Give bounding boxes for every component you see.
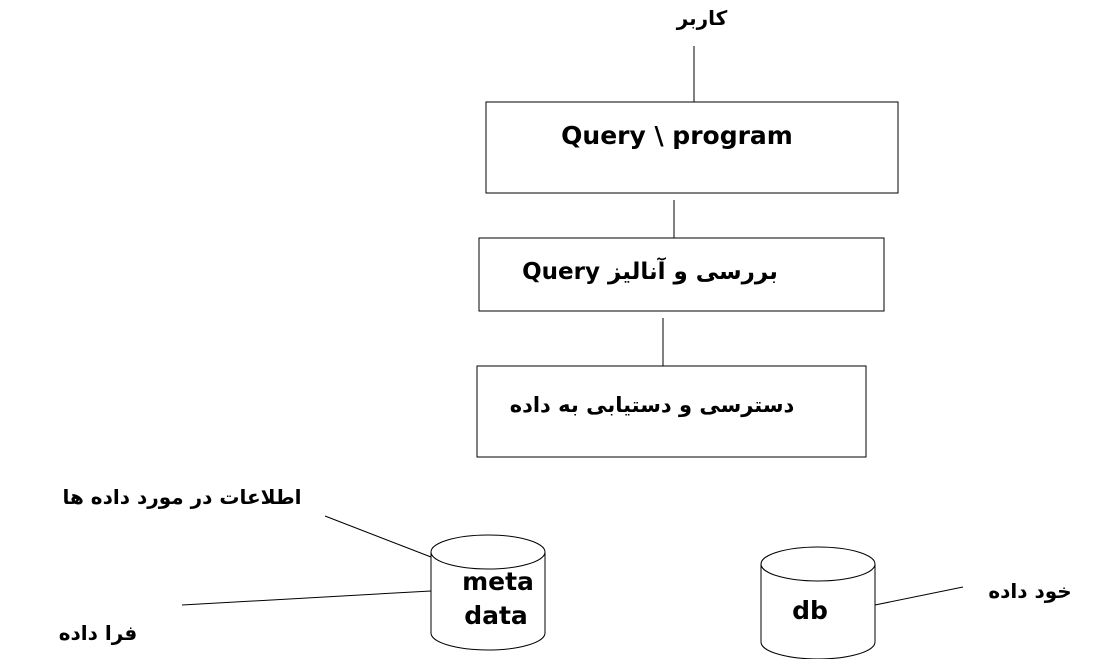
- meta-info-leader: [324, 515, 432, 558]
- query-analysis-label: بررسی و آنالیز Query: [522, 256, 778, 285]
- data-access-label: دسترسی و دستیابی به داده: [510, 393, 795, 417]
- data-access-box: [476, 365, 867, 458]
- db-label-leader: [874, 586, 964, 606]
- db-label-annotation: خود داده: [988, 579, 1071, 603]
- meta-info-annotation: اطلاعات در مورد داده ها: [62, 485, 301, 509]
- meta-cylinder-text-2: data: [464, 601, 528, 630]
- query-analysis-box: [478, 237, 885, 312]
- meta-label-leader: [181, 590, 432, 606]
- db-cylinder-text: db: [792, 596, 828, 625]
- meta-label-annotation: فرا داده: [59, 621, 138, 645]
- query-program-label: Query \ program: [561, 121, 793, 150]
- user-label: کاربر: [676, 6, 728, 30]
- db-cylinder: db: [760, 546, 876, 659]
- query-program-box: [485, 101, 899, 194]
- meta-cylinder-text-1: meta: [462, 567, 534, 596]
- meta-data-cylinder: meta data: [430, 534, 546, 651]
